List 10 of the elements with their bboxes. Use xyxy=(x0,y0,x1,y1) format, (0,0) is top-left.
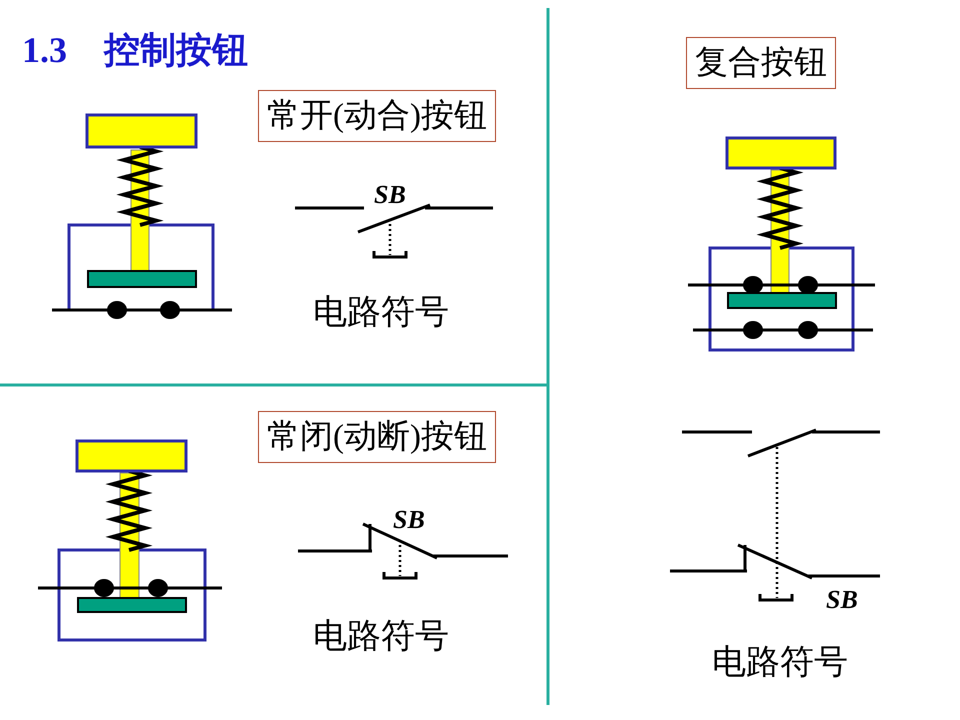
component-label: SB xyxy=(374,180,406,210)
symbol-caption: 电路符号 xyxy=(712,643,848,683)
slide-title: 1.3 控制按钮 xyxy=(22,29,248,72)
heading-box: 复合按钮 xyxy=(686,37,836,89)
heading-box: 常闭(动断)按钮 xyxy=(258,411,496,463)
component-label: SB xyxy=(393,505,425,535)
symbol-caption: 电路符号 xyxy=(313,293,449,333)
symbol-caption: 电路符号 xyxy=(313,617,449,657)
heading-box: 常开(动合)按钮 xyxy=(258,90,496,142)
component-label: SB xyxy=(826,585,858,615)
